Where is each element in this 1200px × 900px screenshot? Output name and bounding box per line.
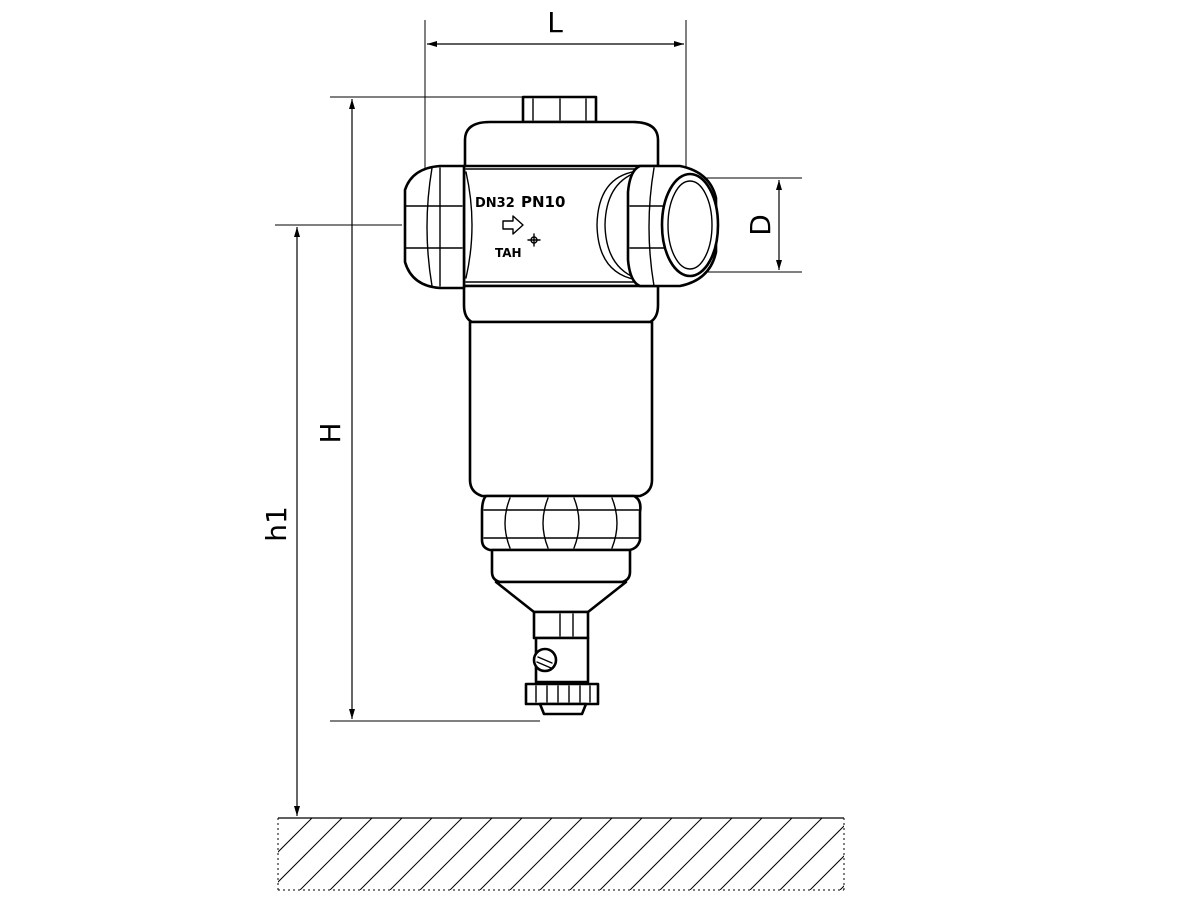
pressure-marking: PN10 (521, 193, 565, 211)
filter-bowl (468, 320, 654, 498)
floor-hatch-line (900, 818, 972, 890)
drain-tip (538, 702, 588, 716)
floor-hatch-line (569, 818, 643, 890)
drain-valve-body (532, 636, 590, 684)
dimension-D: D (690, 177, 802, 273)
filter-device: DN32 PN10 TAH (403, 95, 720, 716)
bowl-nut-ring (480, 494, 642, 552)
flow-direction-arrow-icon (502, 215, 524, 235)
floor-hatch-line (419, 818, 493, 890)
dimension-H: H (314, 96, 540, 722)
floor-hatch-line (479, 818, 553, 890)
dimension-label-h1: h1 (260, 506, 293, 542)
floor-hatch-line (389, 818, 463, 890)
floor-hatch (277, 817, 972, 891)
floor-hatch-line (509, 818, 583, 890)
floor-hatch-line (599, 818, 673, 890)
dimension-label-H: H (314, 422, 347, 443)
floor-hatch-line (659, 818, 733, 890)
outlet-union-nut (626, 164, 720, 288)
dimension-L: L (424, 6, 687, 168)
floor-hatch-line (779, 825, 844, 890)
floor-hatch-line (278, 818, 343, 883)
floor-hatch-line (629, 818, 703, 890)
floor-hatch-line (719, 818, 793, 890)
lower-cup (490, 548, 632, 584)
body-markings: DN32 PN10 TAH (475, 193, 565, 260)
floor-hatch-line (359, 818, 433, 890)
brand-marking: TAH (495, 246, 522, 260)
floor-hatch-line (539, 818, 613, 890)
dimension-label-D: D (744, 214, 777, 236)
top-cap-nut (521, 95, 598, 124)
upper-dome (463, 120, 660, 170)
floor-hatch-line (299, 818, 373, 890)
body-shoulder (462, 284, 660, 324)
floor-hatch-line (449, 818, 523, 890)
floor-hatch-line (329, 818, 403, 890)
brand-logo-icon (527, 233, 541, 247)
floor-hatch-line (689, 818, 763, 890)
floor-hatch-line (278, 818, 313, 853)
floor-hatch-line (749, 818, 823, 890)
size-marking: DN32 (475, 196, 515, 211)
dimension-label-L: L (547, 6, 563, 39)
floor-hatch-line (870, 818, 942, 890)
drain-knurled-ring (524, 682, 600, 706)
floor-hatch-line (809, 855, 844, 890)
drain-cone (494, 580, 628, 614)
inlet-union-nut (403, 164, 466, 290)
floor-hatch-line (839, 885, 844, 890)
valve-body (462, 164, 660, 288)
dimension-h1: h1 (260, 224, 402, 816)
drain-valve-neck (532, 610, 590, 640)
